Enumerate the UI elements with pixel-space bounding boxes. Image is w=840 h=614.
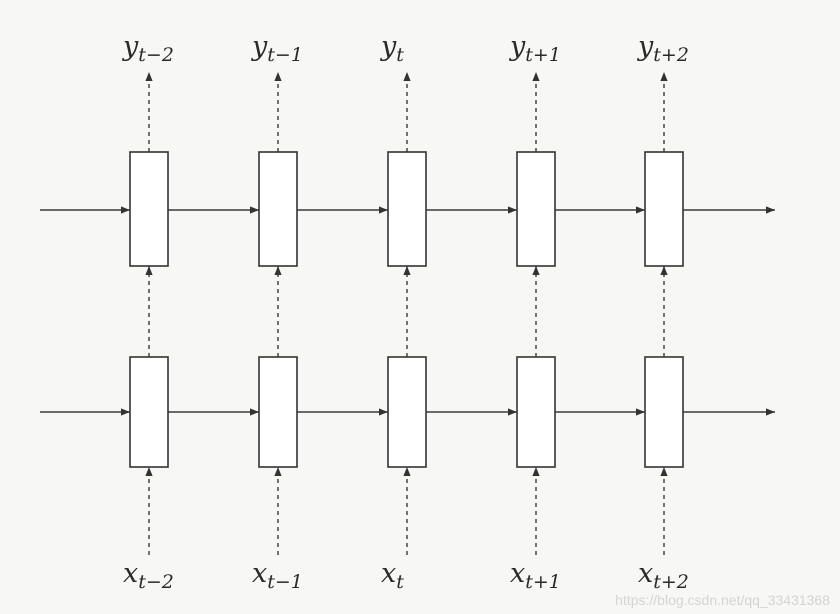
upper-cell-t+2	[644, 151, 684, 267]
lower-cell-t-2	[129, 356, 169, 468]
lower-cell-t+2	[644, 356, 684, 468]
upper-cell-t	[387, 151, 427, 267]
watermark: https://blog.csdn.net/qq_33431368	[615, 592, 830, 608]
upper-cell-t+1	[516, 151, 556, 267]
input-label-t-2: xt−2	[123, 558, 174, 593]
upper-cell-t-1	[258, 151, 298, 267]
input-label-t+1: xt+1	[510, 558, 561, 593]
output-label-t+1: yt+1	[509, 31, 561, 66]
lower-cell-t	[387, 356, 427, 468]
output-label-t+2: yt+2	[637, 31, 689, 66]
lower-cell-t-1	[258, 356, 298, 468]
upper-cell-t-2	[129, 151, 169, 267]
output-label-t-1: yt−1	[251, 31, 303, 66]
input-label-t+2: xt+2	[638, 558, 689, 593]
output-label-t-2: yt−2	[122, 31, 174, 66]
lower-cell-t+1	[516, 356, 556, 468]
input-label-t: xt	[381, 558, 404, 593]
output-label-t: yt	[380, 31, 404, 66]
input-label-t-1: xt−1	[252, 558, 303, 593]
